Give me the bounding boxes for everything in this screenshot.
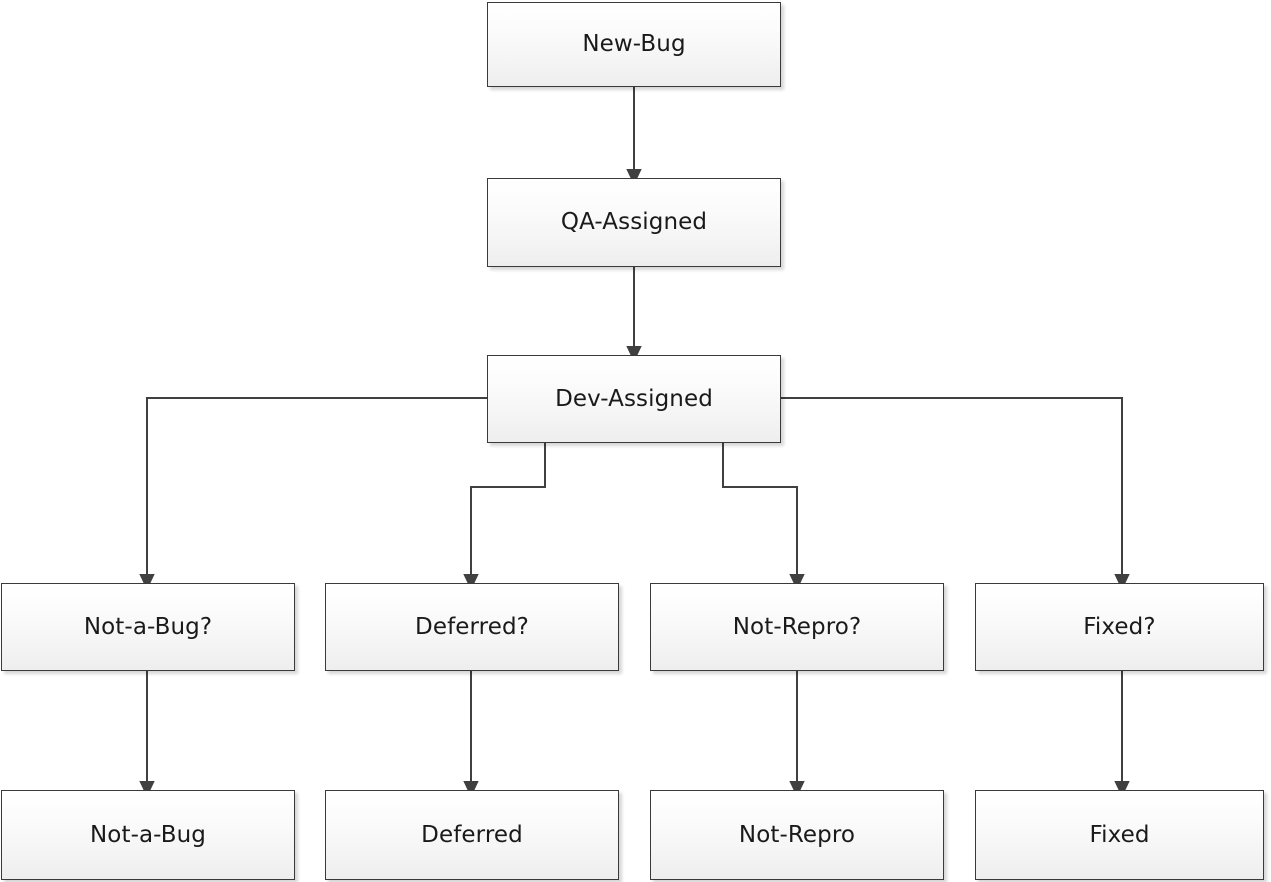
node-label-not-a-bug-q: Not-a-Bug? — [83, 613, 213, 640]
node-qa-assigned[interactable]: QA-Assigned — [487, 178, 781, 267]
node-dev-assigned[interactable]: Dev-Assigned — [487, 355, 781, 443]
node-label-not-a-bug: Not-a-Bug — [89, 821, 207, 848]
node-label-not-repro-q: Not-Repro? — [732, 613, 862, 640]
node-label-deferred-q: Deferred? — [415, 613, 529, 640]
node-label-new-bug: New-Bug — [582, 31, 686, 57]
node-label-not-repro: Not-Repro — [738, 821, 856, 848]
node-fixed-q[interactable]: Fixed? — [975, 583, 1264, 671]
node-label-fixed-q: Fixed? — [1083, 613, 1156, 640]
edge-dev-assigned-to-fixed-q — [781, 397, 1130, 591]
edge-dev-assigned-to-not-a-bug-q — [139, 397, 487, 591]
edge-dev-assigned-to-deferred-q — [463, 443, 546, 591]
node-not-a-bug[interactable]: Not-a-Bug — [1, 790, 295, 880]
node-not-a-bug-q[interactable]: Not-a-Bug? — [1, 583, 295, 671]
node-label-deferred: Deferred — [421, 821, 523, 848]
node-label-fixed: Fixed — [1089, 821, 1150, 848]
node-label-dev-assigned: Dev-Assigned — [555, 385, 713, 412]
node-deferred-q[interactable]: Deferred? — [325, 583, 619, 671]
node-deferred[interactable]: Deferred — [325, 790, 619, 880]
edge-dev-assigned-to-not-repro-q — [722, 443, 805, 591]
node-new-bug[interactable]: New-Bug — [487, 2, 781, 87]
node-not-repro-q[interactable]: Not-Repro? — [650, 583, 944, 671]
node-label-qa-assigned: QA-Assigned — [560, 209, 708, 235]
node-not-repro[interactable]: Not-Repro — [650, 790, 944, 880]
node-fixed[interactable]: Fixed — [975, 790, 1264, 880]
